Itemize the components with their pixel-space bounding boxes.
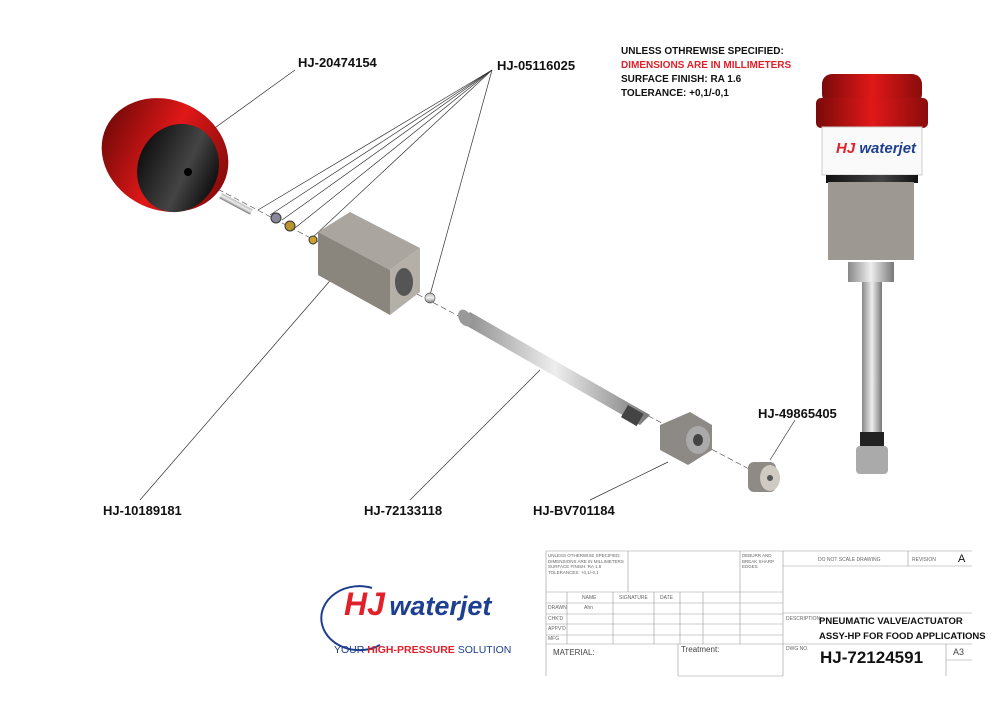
logo-mark: HJ — [344, 586, 385, 622]
part-label-tube: HJ-72133118 — [364, 503, 443, 518]
tagline-pre: YOUR — [334, 644, 368, 656]
tb-row-mfg: MFG — [548, 636, 560, 642]
general-notes: UNLESS OTHREWISE SPECIFIED: DIMENSIONS A… — [621, 45, 791, 101]
tb-col-signature: SIGNATURE — [619, 595, 648, 601]
tb-deburr-line: BREAK SHARP — [742, 558, 775, 564]
tb-col-date: DATE — [660, 595, 673, 601]
tb-dwg-no: HJ-72124591 — [820, 648, 924, 667]
tb-material-label: MATERIAL: — [553, 648, 595, 657]
tb-general-notes: UNLESS OTHERWISE SPECIFIED: DIMENSIONS A… — [548, 553, 624, 575]
company-logo: HJ waterjet — [344, 586, 491, 623]
assembled-view — [816, 74, 928, 474]
tube-part — [458, 309, 650, 427]
tb-revision: A — [958, 553, 966, 565]
assembly-brand: waterjet — [859, 140, 917, 157]
note-line-1: UNLESS OTHREWISE SPECIFIED: — [621, 46, 784, 57]
cap-part — [101, 98, 229, 213]
tb-description-label: DESCRIPTION: — [786, 616, 822, 622]
note-line-4: TOLERANCE: +0,1/-0,1 — [621, 88, 729, 99]
part-label-block: HJ-10189181 — [103, 503, 182, 518]
part-label-cap: HJ-20474154 — [298, 55, 377, 70]
logo-tagline: YOUR HIGH-PRESSURE SOLUTION — [334, 644, 511, 656]
tb-description-line1: PNEUMATIC VALVE/ACTUATOR — [819, 616, 963, 627]
tb-note: TOLERANCES: +0,1/-0,1 — [548, 569, 599, 575]
tb-note: DIMENSIONS ARE IN MILLIMETERS — [548, 558, 624, 564]
tb-dwg-no-label: DWG NO. — [786, 646, 809, 652]
tb-row-drawn: DRAWN — [548, 605, 567, 611]
title-block-grid — [545, 550, 972, 677]
tb-deburr-line: DEBURR AND — [742, 553, 772, 558]
tb-sheet-size: A3 — [953, 647, 965, 657]
block-part — [318, 212, 420, 315]
logo-arc — [320, 585, 381, 652]
tb-note: UNLESS OTHERWISE SPECIFIED: — [548, 553, 621, 558]
tb-deburr-line: EDGES — [742, 564, 758, 569]
tagline-post: SOLUTION — [454, 644, 512, 656]
note-line-2: DIMENSIONS ARE IN MILLIMETERS — [621, 60, 792, 71]
nut-part — [660, 412, 712, 465]
tb-do-not-scale: DO NOT SCALE DRAWING — [818, 557, 881, 563]
tb-col-name: NAME — [582, 595, 597, 601]
tb-row-chkd: CHK'D — [548, 616, 564, 622]
tb-revision-label: REVISION — [912, 557, 936, 563]
note-line-3: SURFACE FINISH: RA 1.6 — [621, 74, 742, 85]
part-label-nut: HJ-BV701184 — [533, 503, 615, 518]
part-label-nozzle: HJ-49865405 — [758, 406, 837, 421]
tb-row-appvd: APPV'D — [548, 626, 566, 632]
tb-drawn-name: Ahn — [584, 605, 593, 611]
tagline-mid: HIGH-PRESSURE — [367, 644, 455, 656]
assembly-hj: HJ — [836, 140, 856, 157]
tb-note: SURFACE FINISH: RA 1.6 — [548, 564, 602, 569]
tb-description-line2: ASSY-HP FOR FOOD APPLICATIONS — [819, 631, 986, 642]
tb-deburr: DEBURR AND BREAK SHARP EDGES — [742, 553, 774, 570]
assembly-brand-label: HJ waterjet — [836, 140, 916, 157]
part-label-seals: HJ-05116025 — [497, 58, 576, 73]
nozzle-part — [748, 462, 780, 492]
tb-description: PNEUMATIC VALVE/ACTUATOR ASSY-HP FOR FOO… — [819, 614, 986, 644]
logo-brand: waterjet — [389, 591, 492, 621]
tb-treatment-label: Treatment: — [681, 645, 720, 654]
